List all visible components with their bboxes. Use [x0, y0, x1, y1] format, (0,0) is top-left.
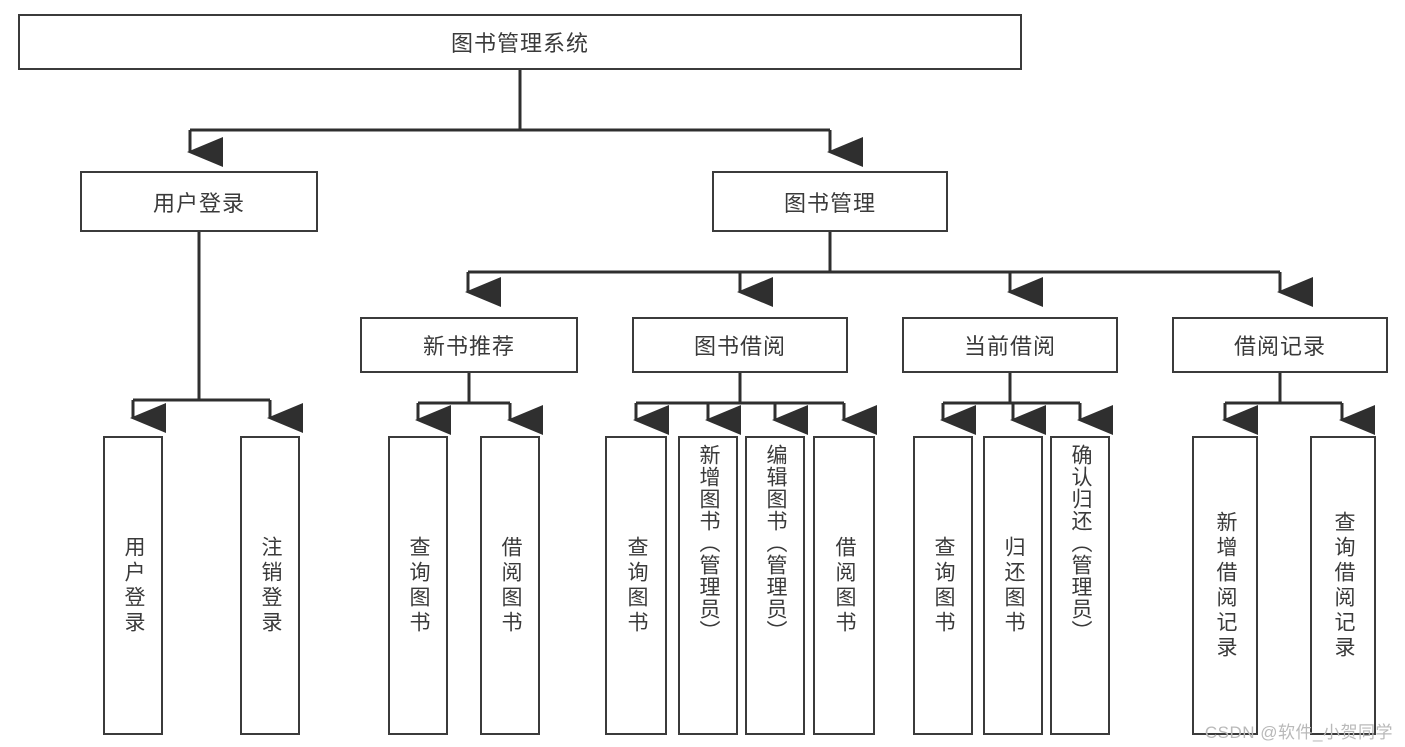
leaf-add-book-admin[interactable]: 新增图书（管理员） [678, 436, 738, 735]
node-label: 图书借阅 [693, 334, 786, 359]
leaf-query-book-current[interactable]: 查询图书 [913, 436, 973, 735]
node-current-borrow[interactable]: 当前借阅 [902, 317, 1118, 373]
node-label: 查询图书 [932, 535, 956, 636]
node-label: 借阅记录 [1233, 334, 1326, 359]
leaf-return-book[interactable]: 归还图书 [983, 436, 1043, 735]
node-label: 新增图书（管理员） [697, 444, 721, 642]
node-label: 注销登录 [259, 535, 283, 636]
node-label: 新增借阅记录 [1214, 510, 1238, 661]
node-user-login[interactable]: 用户登录 [80, 171, 318, 232]
leaf-confirm-return-admin[interactable]: 确认归还（管理员） [1050, 436, 1110, 735]
node-label: 图书管理 [783, 190, 876, 216]
leaf-user-login[interactable]: 用户登录 [103, 436, 163, 735]
node-new-book-recommend[interactable]: 新书推荐 [360, 317, 578, 373]
node-label: 用户登录 [152, 190, 245, 216]
node-borrow-record[interactable]: 借阅记录 [1172, 317, 1388, 373]
leaf-query-book-recommend[interactable]: 查询图书 [388, 436, 448, 735]
node-label: 当前借阅 [963, 334, 1056, 359]
node-label: 图书管理系统 [450, 31, 589, 56]
node-label: 归还图书 [1002, 535, 1026, 636]
leaf-borrow-book[interactable]: 借阅图书 [813, 436, 875, 735]
node-book-management[interactable]: 图书管理 [712, 171, 948, 232]
node-root[interactable]: 图书管理系统 [18, 14, 1022, 70]
leaf-borrow-book-recommend[interactable]: 借阅图书 [480, 436, 540, 735]
leaf-logout[interactable]: 注销登录 [240, 436, 300, 735]
node-book-borrow[interactable]: 图书借阅 [632, 317, 848, 373]
node-label: 编辑图书（管理员） [764, 444, 788, 642]
node-label: 查询图书 [407, 535, 431, 636]
node-label: 新书推荐 [422, 334, 515, 359]
node-label: 查询借阅记录 [1332, 510, 1356, 661]
node-label: 借阅图书 [833, 535, 857, 636]
node-label: 用户登录 [122, 535, 146, 636]
leaf-query-book-borrow[interactable]: 查询图书 [605, 436, 667, 735]
leaf-add-borrow-record[interactable]: 新增借阅记录 [1192, 436, 1258, 735]
leaf-edit-book-admin[interactable]: 编辑图书（管理员） [745, 436, 805, 735]
leaf-query-borrow-record[interactable]: 查询借阅记录 [1310, 436, 1376, 735]
node-label: 借阅图书 [499, 535, 523, 636]
node-label: 查询图书 [625, 535, 649, 636]
node-label: 确认归还（管理员） [1069, 444, 1093, 642]
